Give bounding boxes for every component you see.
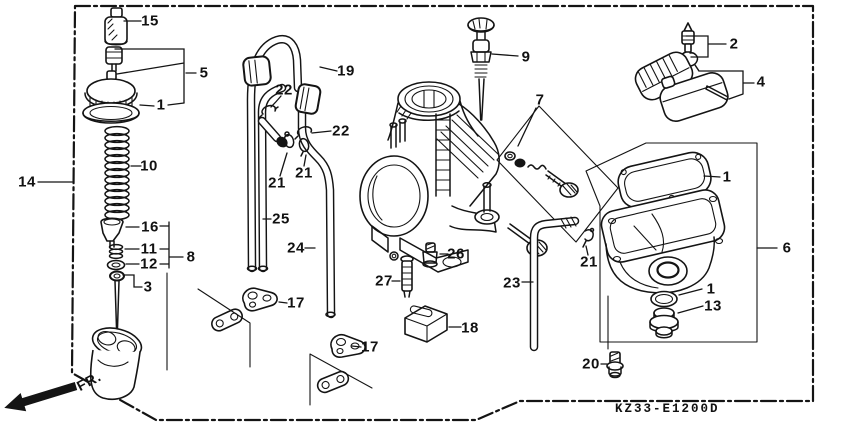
leader-lines-left	[37, 20, 197, 371]
callout-26: 26	[447, 245, 465, 263]
callout-3: 3	[143, 278, 153, 296]
part-tube-clip-21a	[283, 131, 295, 149]
callout-10: 10	[140, 157, 158, 175]
part-top-cap-1	[82, 70, 140, 124]
callout-24: 24	[287, 239, 305, 257]
part-drain-screw-20	[606, 295, 624, 379]
panels-plates	[197, 288, 373, 406]
part-tube-clip-22b	[294, 125, 313, 140]
part-plate-17a	[242, 287, 278, 312]
diagram-border	[70, 4, 815, 422]
tube-clamp-right	[294, 83, 322, 115]
tube-clamp-left	[242, 55, 272, 87]
callout-4: 4	[756, 73, 766, 91]
callout-23: 23	[503, 274, 521, 292]
callout-12: 12	[140, 255, 158, 273]
part-air-screw-9	[467, 17, 495, 121]
part-tube-clip-21b	[298, 137, 310, 157]
carburetor-body	[359, 81, 500, 273]
part-spring-10	[104, 125, 130, 221]
callout-15: 15	[141, 12, 159, 30]
callout-1: 1	[706, 280, 716, 298]
part-float-cup	[89, 327, 143, 401]
callout-20: 20	[582, 355, 600, 373]
part-adjuster-screw-5	[105, 46, 123, 72]
callout-21: 21	[580, 253, 598, 271]
part-drain-plug-13	[649, 307, 679, 339]
callout-11: 11	[140, 240, 158, 258]
part-float-set-4	[634, 51, 729, 122]
callout-13: 13	[704, 297, 722, 315]
part-plate-17b	[330, 333, 366, 358]
part-washer-12	[106, 259, 126, 271]
part-plate-17b-link	[316, 370, 350, 394]
callout-21: 21	[268, 174, 286, 192]
callout-5: 5	[199, 64, 209, 82]
callout-21: 21	[295, 164, 313, 182]
callout-14: 14	[18, 173, 36, 191]
part-drain-tube-23	[529, 216, 580, 352]
callout-8: 8	[186, 248, 196, 266]
part-needle-jet-27	[400, 255, 414, 298]
callout-1: 1	[156, 96, 166, 114]
fr-arrow	[4, 382, 78, 412]
part-plate-17a-link	[211, 308, 243, 332]
part-oring-1	[650, 290, 678, 308]
callout-18: 18	[461, 319, 479, 337]
callout-22: 22	[332, 122, 350, 140]
callout-17: 17	[287, 294, 305, 312]
callout-16: 16	[141, 218, 159, 236]
callout-25: 25	[272, 210, 290, 228]
part-small-spring-11	[108, 243, 124, 260]
callout-22: 22	[275, 81, 293, 99]
callout-17: 17	[361, 338, 379, 356]
part-cable-holder-18	[404, 305, 448, 343]
callout-1: 1	[722, 168, 732, 186]
callout-2: 2	[729, 35, 739, 53]
callout-27: 27	[375, 272, 393, 290]
part-tube-clip-22a	[258, 104, 279, 119]
callout-6: 6	[782, 239, 792, 257]
callout-7: 7	[535, 91, 545, 109]
panel-float-bowl	[585, 142, 758, 343]
leader-lines-tubes	[262, 66, 338, 249]
leader-lines-right	[391, 35, 778, 365]
part-code: KZ33-E1200D	[615, 402, 720, 416]
part-jet-needle-3	[109, 270, 125, 332]
part-valve-seat-26	[422, 242, 438, 268]
part-tube-clip-21c	[582, 227, 595, 248]
part-float-bowl-6	[600, 189, 726, 294]
callout-19: 19	[337, 62, 355, 80]
part-cable-adjuster-15	[104, 7, 128, 46]
callout-9: 9	[521, 48, 531, 66]
